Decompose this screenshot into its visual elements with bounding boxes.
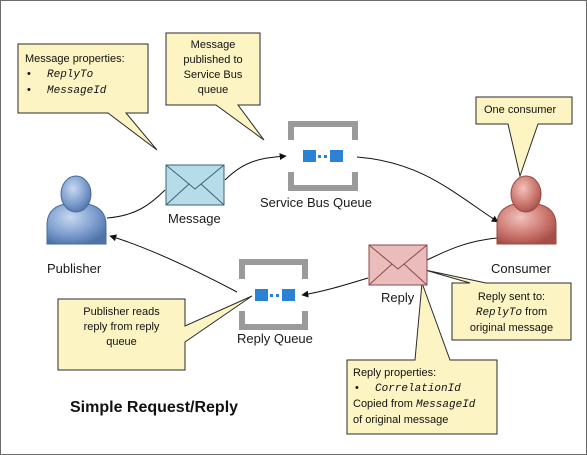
reply-envelope-icon	[368, 244, 428, 286]
service-bus-queue-label: Service Bus Queue	[260, 195, 373, 210]
callout-line: Publisher reads	[83, 306, 160, 318]
publisher-reads-text: Publisher reads reply from reply queue	[58, 305, 185, 350]
callout-reply-properties	[346, 282, 498, 435]
service-bus-queue-icon	[288, 121, 358, 191]
message-envelope-icon	[165, 164, 225, 206]
consumer-label: Consumer	[491, 261, 551, 276]
callout-one-consumer	[475, 96, 573, 178]
one-consumer-text: One consumer	[484, 104, 557, 116]
arrow-queue-to-consumer	[356, 156, 499, 223]
callout-line: ReplyTo from	[452, 305, 571, 321]
callout-line: of original message	[353, 414, 449, 426]
message-label: Message	[168, 211, 221, 226]
publisher-label: Publisher	[47, 261, 102, 276]
callout-line: Reply sent to:	[477, 291, 546, 303]
reply-properties-heading: Reply properties:	[353, 367, 437, 379]
arrow-replyqueue-to-publisher	[109, 234, 238, 293]
callout-message-properties	[17, 43, 158, 151]
callout-line: Service Bus	[183, 69, 243, 81]
bullet-icon: •	[27, 84, 31, 96]
message-published-text: Message published to Service Bus queue	[166, 38, 260, 98]
callout-line: queue	[106, 336, 137, 348]
reply-label: Reply	[381, 290, 415, 305]
bullet-icon: •	[355, 382, 359, 394]
callout-line: reply from reply	[83, 321, 160, 333]
list-item: • MessageId	[25, 83, 145, 99]
reply-to-field: ReplyTo	[475, 307, 523, 319]
list-item: • CorrelationId	[353, 381, 495, 397]
reply-sent-text: Reply sent to: ReplyTo from original mes…	[452, 290, 571, 336]
callout-line: published to	[183, 54, 243, 66]
callout-reply-sent	[424, 269, 572, 341]
reply-queue-label: Reply Queue	[237, 331, 313, 346]
list-item-label: ReplyTo	[47, 69, 94, 81]
publisher-icon	[46, 175, 107, 245]
callout-message-published	[165, 32, 265, 141]
bullet-icon: •	[27, 68, 31, 80]
message-properties-heading: Message properties:	[25, 53, 125, 65]
line-publisher-to-message	[106, 189, 166, 219]
callout-publisher-reads	[57, 295, 253, 371]
message-id-field: MessageId	[415, 399, 476, 411]
callout-line: Message	[190, 39, 236, 51]
diagram-title: Simple Request/Reply	[70, 399, 239, 416]
reply-properties-text: Reply properties: • CorrelationId Copied…	[353, 366, 495, 428]
reply-queue-icon	[239, 259, 308, 330]
callout-line: Copied from MessageId	[353, 397, 495, 413]
consumer-icon	[496, 175, 557, 245]
callout-fragment: Copied from	[353, 398, 416, 410]
callout-fragment: from	[522, 306, 548, 318]
list-item-label: MessageId	[47, 85, 107, 97]
arrow-reply-to-replyqueue	[301, 277, 369, 298]
list-item: • ReplyTo	[25, 67, 145, 83]
callout-line: queue	[197, 84, 229, 96]
line-consumer-to-reply	[426, 237, 498, 261]
arrow-message-to-queue	[224, 153, 287, 181]
callout-line: original message	[469, 322, 554, 334]
list-item-label: CorrelationId	[375, 383, 461, 395]
message-properties-text: Message properties: • ReplyTo • MessageI…	[25, 52, 145, 99]
